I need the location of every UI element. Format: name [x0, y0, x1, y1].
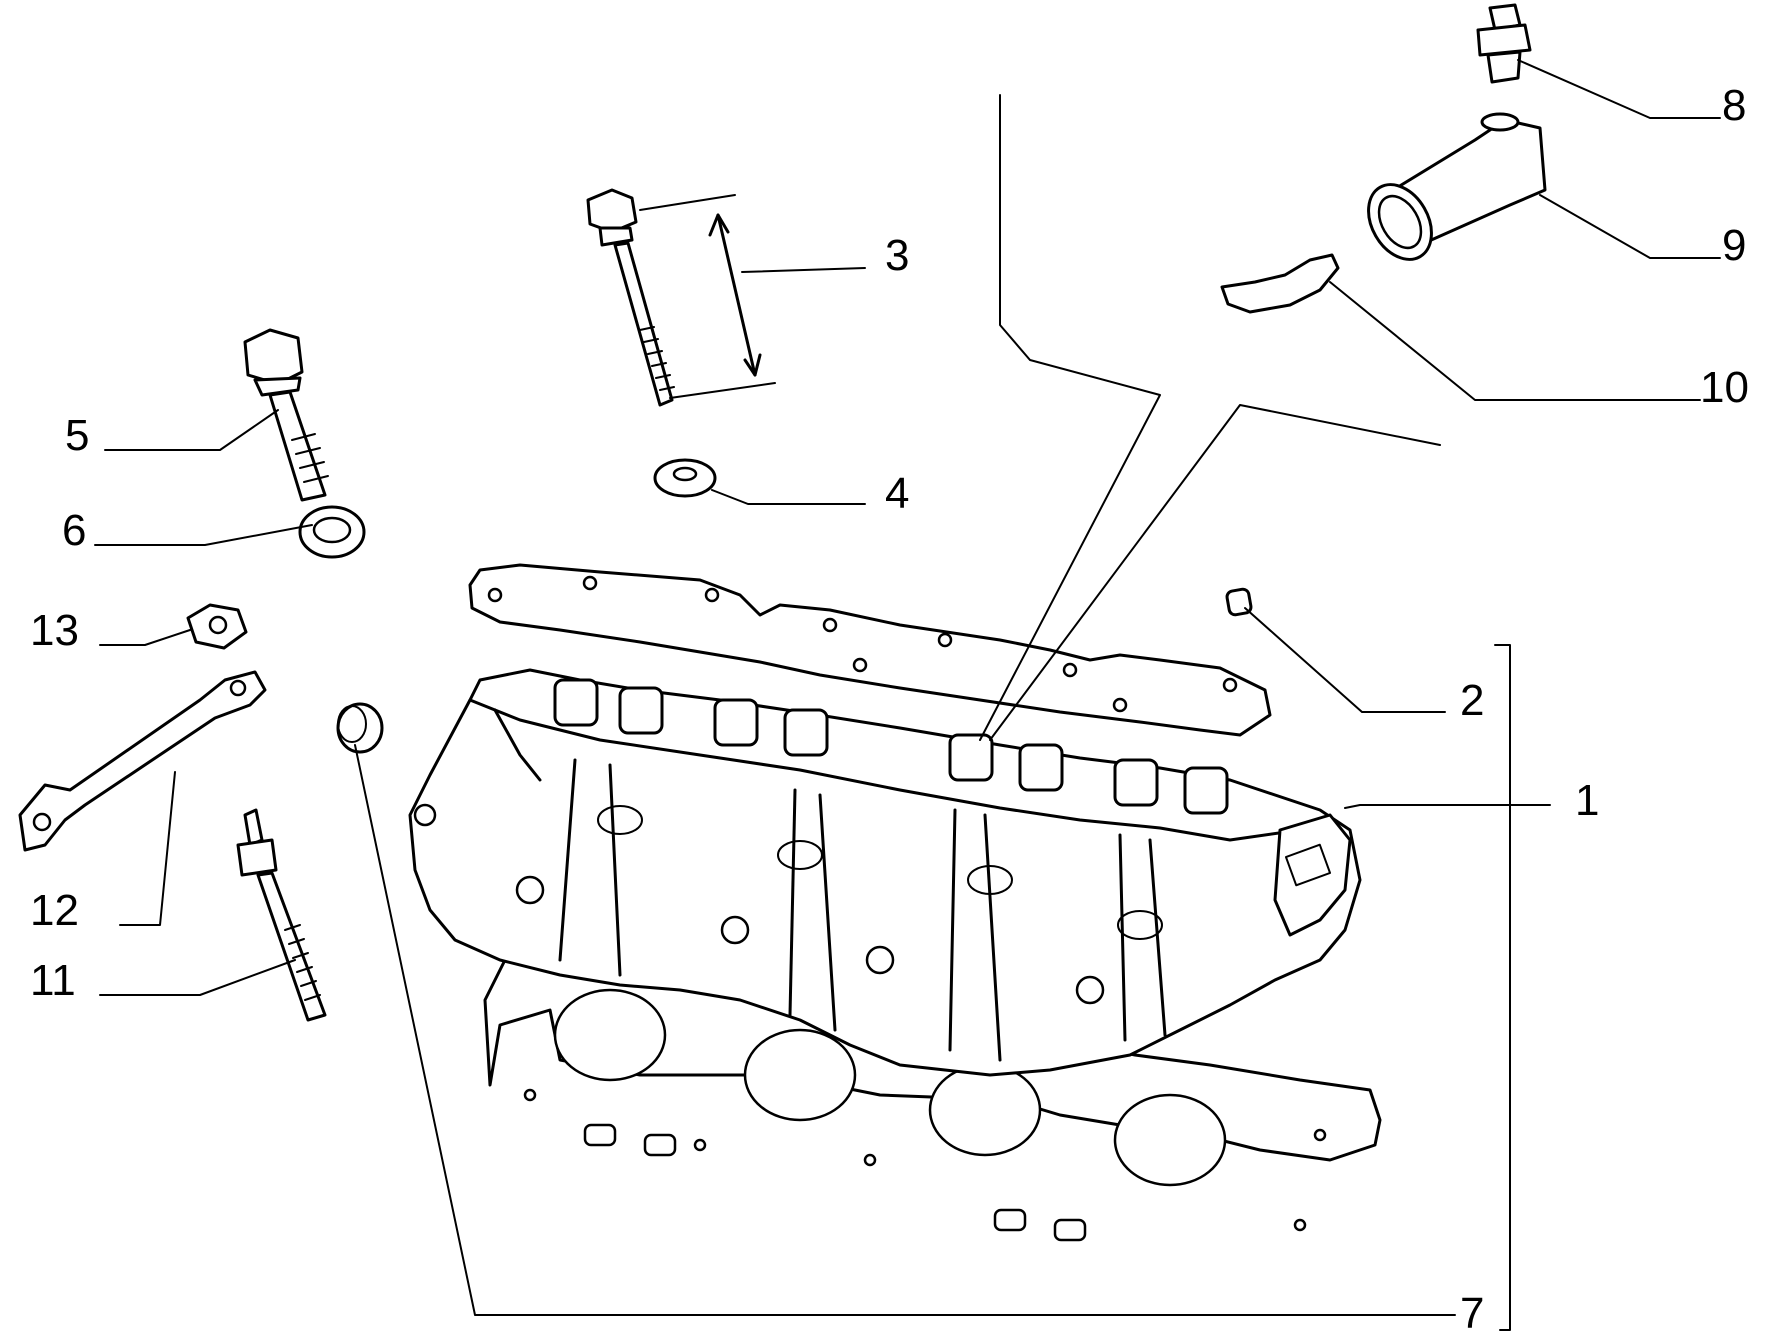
- tappet: [618, 686, 664, 735]
- stud-part-11: [236, 808, 327, 1022]
- valve-cover-gasket: [468, 563, 1272, 737]
- callout-2: 2: [1460, 676, 1484, 725]
- callout-6: 6: [62, 506, 86, 555]
- tappet: [1018, 743, 1064, 792]
- clip-part-10: [1220, 253, 1340, 314]
- tappet: [553, 678, 599, 727]
- tappet: [948, 733, 994, 782]
- sealing-ring-part-6: [298, 505, 366, 559]
- cap-part-7: [336, 702, 384, 754]
- tappet: [783, 708, 829, 757]
- callout-7: 7: [1460, 1289, 1484, 1333]
- cylinder-head: [408, 668, 1362, 1077]
- tappet: [1113, 758, 1159, 807]
- callout-5: 5: [65, 411, 89, 460]
- tappet: [713, 698, 759, 747]
- callout-10: 10: [1700, 363, 1749, 412]
- callout-4: 4: [885, 469, 909, 518]
- strap-part-12: [18, 670, 267, 852]
- callout-13: 13: [30, 606, 79, 655]
- callout-labels: 1 2 3 4 5 6 7 8 9 10 11 12 13: [30, 81, 1749, 1333]
- bolt-part-5: [243, 328, 329, 502]
- head-bolt-part-3: [586, 188, 776, 407]
- callout-12: 12: [30, 886, 79, 935]
- callout-1: 1: [1575, 776, 1599, 825]
- callout-8: 8: [1722, 81, 1746, 130]
- callout-9: 9: [1722, 221, 1746, 270]
- washer-part-4: [653, 458, 717, 498]
- callout-11: 11: [30, 956, 76, 1005]
- callout-3: 3: [885, 231, 909, 280]
- nut-part-13: [186, 603, 248, 650]
- tappet: [1183, 766, 1229, 815]
- leader-lines: [94, 59, 1721, 1331]
- fitting-part-8: [1476, 3, 1532, 84]
- elbow-pipe-part-9: [1367, 112, 1547, 261]
